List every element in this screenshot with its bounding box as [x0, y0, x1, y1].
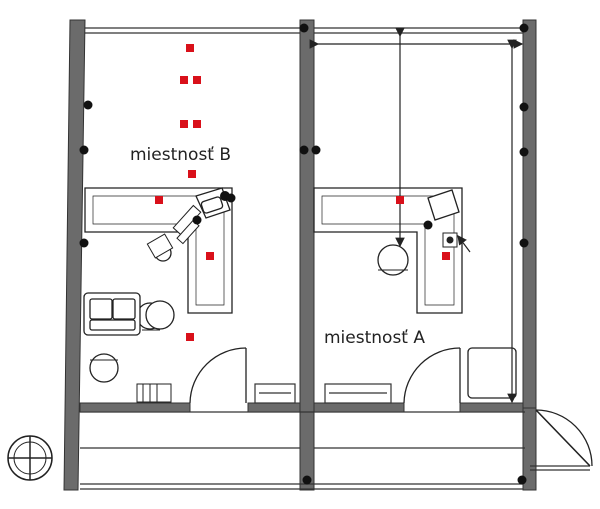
chair-icon: [377, 189, 460, 276]
red-markers: [155, 44, 450, 341]
keyboard: [146, 204, 458, 259]
shelf: [136, 383, 172, 403]
room-b-label: miestnosť B: [130, 145, 231, 165]
walls: [63, 19, 537, 491]
sensor-dots: [79, 23, 529, 485]
compass-icon: [7, 435, 53, 481]
sofa-icon: [83, 292, 175, 336]
center-wall: [299, 19, 315, 491]
left-wall: [63, 19, 86, 491]
room-a-label: miestnosť A: [324, 328, 425, 348]
window-units: [254, 383, 392, 404]
outlines: [80, 27, 590, 490]
dimension-lines: [309, 27, 524, 404]
door-swing-icon: [189, 347, 593, 467]
right-wall: [522, 19, 537, 409]
inner-bottom-wall: [79, 402, 524, 413]
cabinet: [467, 347, 517, 399]
